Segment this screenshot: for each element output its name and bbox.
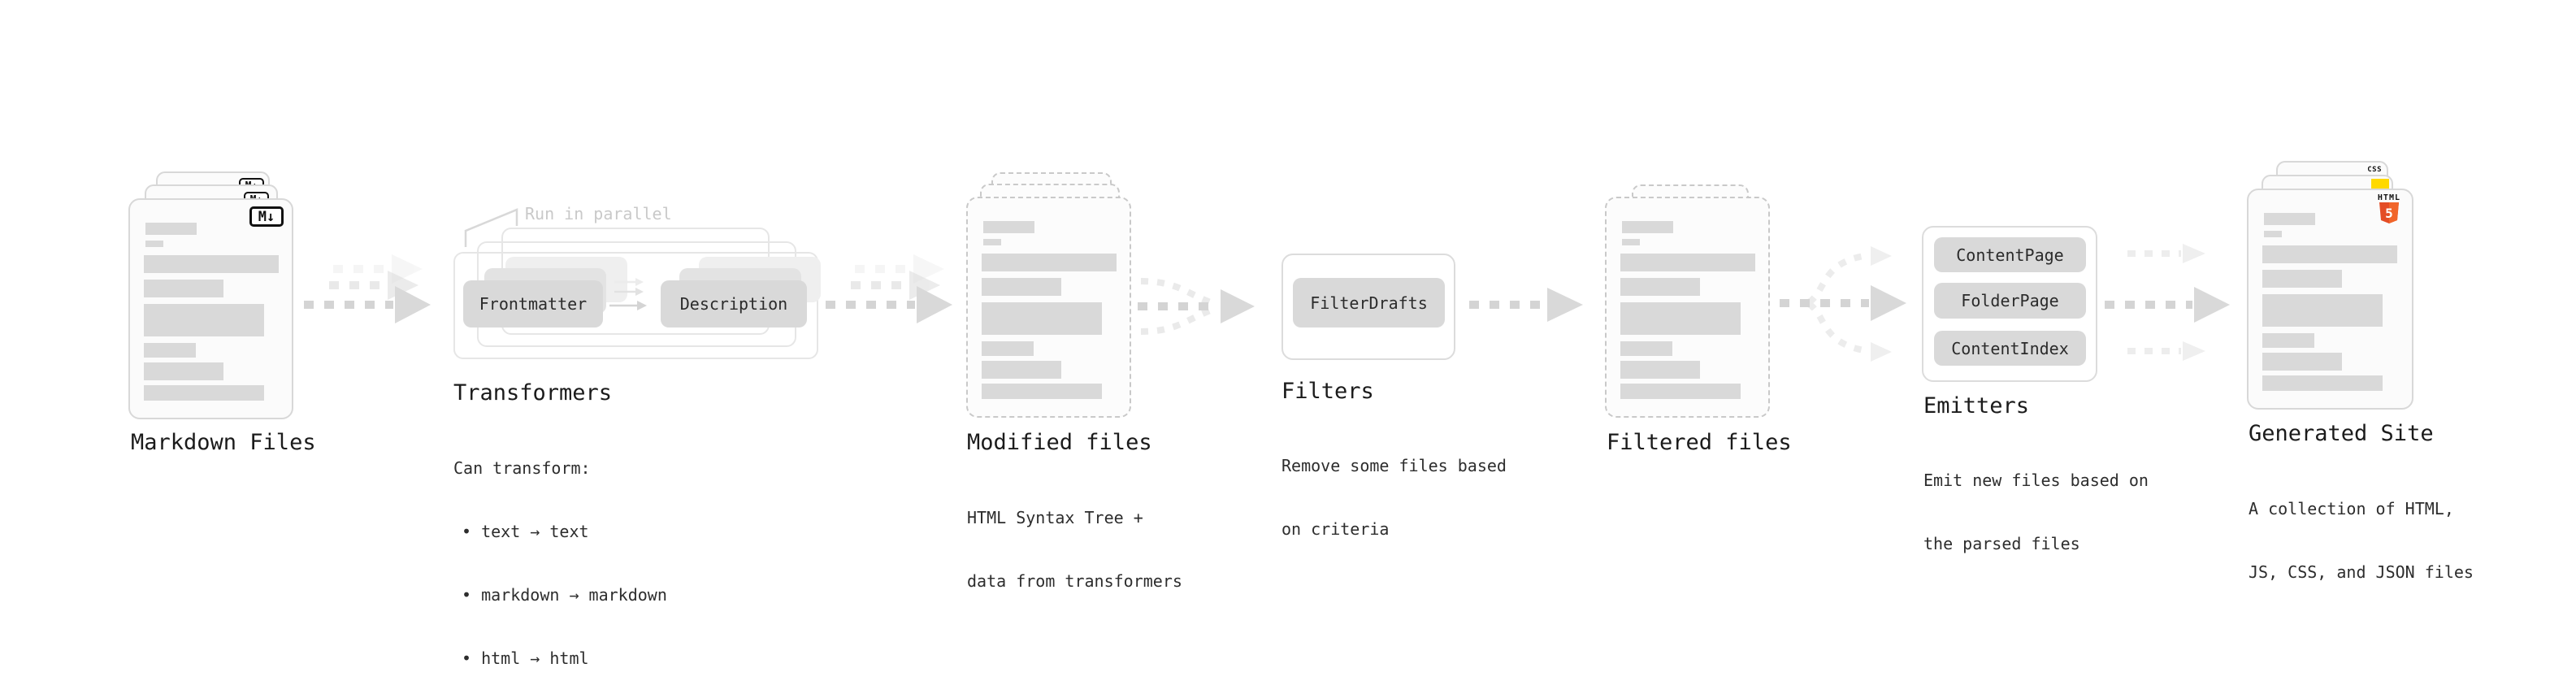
- html5-icon: HTML 5: [2378, 193, 2400, 224]
- css-icon-label: CSS: [2367, 166, 2382, 174]
- desc-line: Emit new files based on: [1923, 471, 2149, 490]
- filters-description: Remove some files based on criteria: [1281, 413, 1507, 582]
- file-card: [966, 197, 1131, 418]
- js-icon: [2371, 179, 2389, 189]
- description-pill: Description: [661, 280, 807, 327]
- file-card: [1605, 197, 1770, 418]
- desc-bullet: • text → text: [462, 522, 589, 541]
- desc-line: HTML Syntax Tree +: [967, 508, 1143, 527]
- desc-line: on criteria: [1281, 519, 1390, 539]
- annotation-leader-line: [464, 208, 518, 247]
- file-card: M↓: [128, 198, 293, 419]
- svg-text:5: 5: [2385, 206, 2393, 221]
- multi-flow-arrow-icon: [2105, 244, 2230, 361]
- file-card: HTML 5: [2247, 189, 2413, 410]
- stage-label-emitters: Emitters: [1923, 393, 2030, 419]
- filterdrafts-pill: FilterDrafts: [1293, 278, 1445, 327]
- desc-line: A collection of HTML,: [2249, 499, 2454, 518]
- contentindex-pill: ContentIndex: [1934, 331, 2086, 366]
- flow-arrow-icon: [304, 254, 431, 323]
- desc-line: the parsed files: [1923, 534, 2080, 553]
- html5-shield-icon: 5: [2379, 202, 2399, 223]
- stage-label-filtered-files: Filtered files: [1607, 430, 1792, 455]
- desc-bullet: • markdown → markdown: [462, 585, 667, 605]
- stage-label-filters: Filters: [1281, 379, 1374, 404]
- stage-label-markdown-files: Markdown Files: [131, 430, 316, 455]
- merge-arrow-icon: [1138, 278, 1255, 335]
- folderpage-pill: FolderPage: [1934, 283, 2086, 319]
- markdown-icon: M↓: [249, 206, 284, 227]
- desc-bullet: • html → html: [462, 648, 589, 668]
- stage-label-generated-site: Generated Site: [2249, 421, 2434, 446]
- emitters-description: Emit new files based on the parsed files: [1923, 427, 2149, 596]
- stage-label-modified-files: Modified files: [967, 430, 1152, 455]
- desc-line: Remove some files based: [1281, 456, 1507, 475]
- flow-arrow-icon: [826, 254, 952, 323]
- desc-line: data from transformers: [967, 571, 1182, 591]
- fanout-arrow-icon: [1780, 246, 1906, 362]
- transform-arrows-icon: [609, 278, 647, 310]
- html5-icon-label: HTML: [2377, 193, 2400, 202]
- contentpage-pill: ContentPage: [1934, 237, 2086, 272]
- desc-line: Can transform:: [453, 458, 591, 478]
- stage-label-transformers: Transformers: [453, 380, 613, 406]
- generated-site-description: A collection of HTML, JS, CSS, and JSON …: [2249, 456, 2474, 625]
- transformers-frame: [453, 252, 818, 359]
- frontmatter-pill: Frontmatter: [463, 280, 603, 327]
- flow-arrow-icon: [1469, 288, 1583, 322]
- modified-files-description: HTML Syntax Tree + data from transformer…: [967, 465, 1182, 634]
- run-in-parallel-annotation: Run in parallel: [525, 204, 672, 223]
- desc-line: JS, CSS, and JSON files: [2249, 562, 2474, 582]
- transformers-description: Can transform: • text → text • markdown …: [453, 415, 667, 681]
